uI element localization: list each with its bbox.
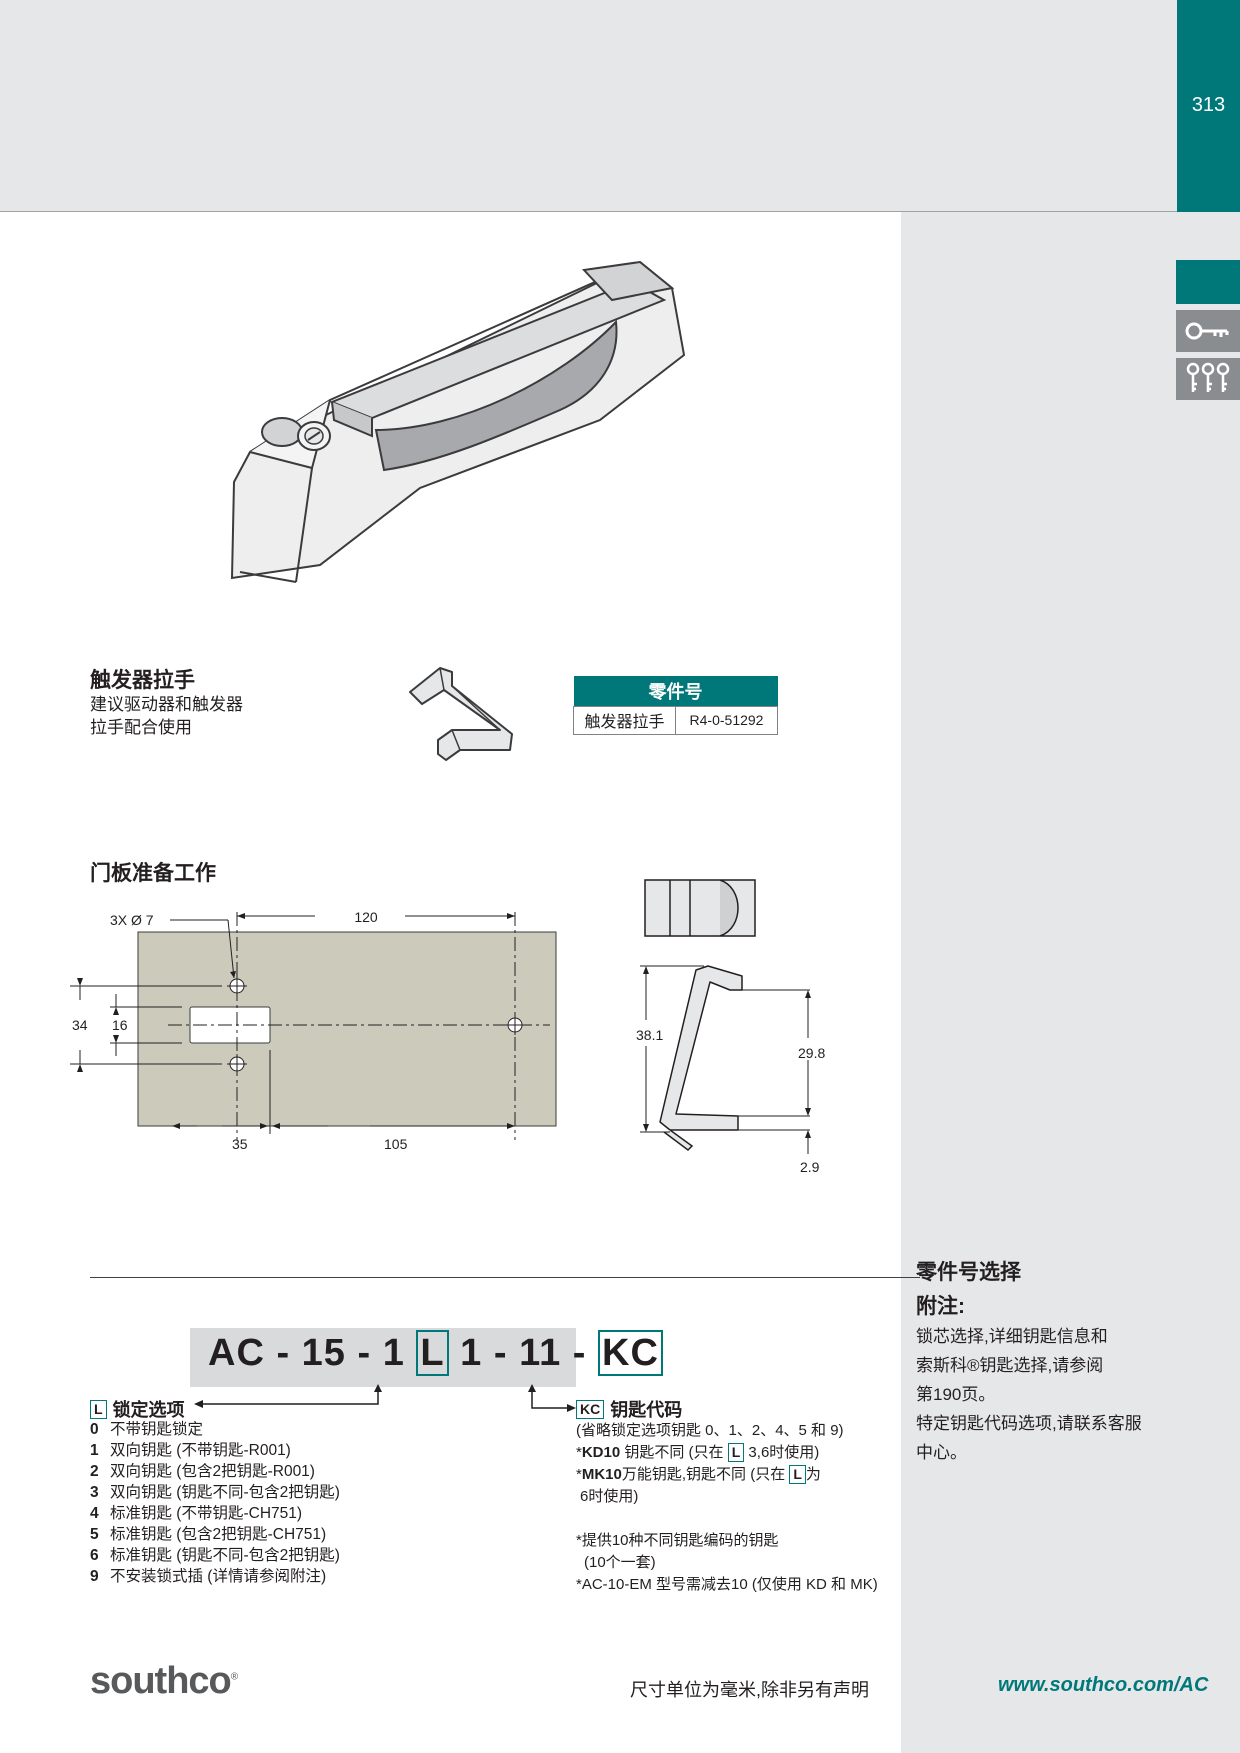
table-cell-part: R4-0-51292 xyxy=(675,705,778,735)
page-tab xyxy=(1177,0,1240,212)
option-number: 0 xyxy=(90,1421,99,1438)
option-number: 6 xyxy=(90,1547,99,1564)
dim-35: 35 xyxy=(232,1136,248,1152)
trigger-title: 触发器拉手 xyxy=(90,669,195,692)
key-code-notes: (省略锁定选项钥匙 0、1、2、4、5 和 9) *KD10 钥匙不同 (只在 … xyxy=(576,1420,878,1596)
lock-box-icon: L xyxy=(727,1443,745,1462)
trigger-desc-line2: 拉手配合使用 xyxy=(90,718,192,737)
notes-body: 锁芯选择,详细钥匙信息和 索斯科®钥匙选择,请参阅 第190页。 特定钥匙代码选… xyxy=(916,1322,1216,1467)
lock-options-list: 0 不带钥匙锁定 1 双向钥匙 (不带钥匙-R001) 2 双向钥匙 (包含2把钥匙-… xyxy=(90,1419,340,1587)
trigger-profile-drawing: 38.1 29.8 2.9 xyxy=(636,879,825,1175)
sidebar-panel xyxy=(901,212,1240,1753)
key-code-title: KC 钥匙代码 xyxy=(576,1396,682,1422)
list-item: 6 标准钥匙 (钥匙不同-包含2把钥匙) xyxy=(90,1545,340,1566)
section-tab[interactable] xyxy=(1176,260,1240,304)
list-item: 4 标准钥匙 (不带钥匙-CH751) xyxy=(90,1503,340,1524)
option-text: 双向钥匙 (不带钥匙-R001) xyxy=(110,1442,291,1459)
page-number: 313 xyxy=(1191,94,1226,116)
list-item: 9 不安装锁式插 (详情请参阅附注) xyxy=(90,1566,340,1587)
logo-text: southco xyxy=(90,1660,232,1702)
key-note-7: *AC-10-EM 型号需减去10 (仅使用 KD 和 MK) xyxy=(576,1576,878,1593)
option-text: 双向钥匙 (包含2把钥匙-R001) xyxy=(110,1463,315,1480)
units-note: 尺寸单位为毫米,除非另有声明 xyxy=(630,1680,869,1700)
lock-box-icon: L xyxy=(90,1399,107,1419)
dim-29-8: 29.8 xyxy=(798,1045,825,1061)
dim-34: 34 xyxy=(72,1017,88,1033)
option-number: 1 xyxy=(90,1442,99,1459)
header-band xyxy=(0,0,1240,212)
hole-label: 3X Ø 7 xyxy=(110,912,154,928)
lock-options-title: L 锁定选项 xyxy=(90,1396,185,1422)
option-text: 标准钥匙 (不带钥匙-CH751) xyxy=(110,1505,303,1522)
option-text: 标准钥匙 (钥匙不同-包含2把钥匙) xyxy=(110,1547,340,1564)
trigger-handle-illustration xyxy=(409,667,513,761)
key-tab[interactable] xyxy=(1176,310,1240,352)
dim-38-1: 38.1 xyxy=(636,1027,663,1043)
logo-reg: ® xyxy=(230,1671,238,1683)
notes-line: 第190页。 xyxy=(916,1385,996,1404)
option-number: 5 xyxy=(90,1526,99,1543)
option-number: 4 xyxy=(90,1505,99,1522)
key-note-2: *KD10 钥匙不同 (只在 L 3,6时使用) xyxy=(576,1443,820,1462)
list-item: 3 双向钥匙 (钥匙不同-包含2把钥匙) xyxy=(90,1482,340,1503)
table-cell-name: 触发器拉手 xyxy=(573,705,676,735)
table-row: 触发器拉手 R4-0-51292 xyxy=(573,705,778,735)
option-text: 标准钥匙 (包含2把钥匙-CH751) xyxy=(110,1526,327,1543)
pn-lock-box: L xyxy=(416,1330,449,1376)
key-icon xyxy=(1185,322,1229,340)
lock-options-label: 锁定选项 xyxy=(112,1400,185,1420)
trigger-parts-table: 零件号 触发器拉手 R4-0-51292 xyxy=(573,676,778,735)
keys-tab[interactable] xyxy=(1176,358,1240,400)
list-item: 2 双向钥匙 (包含2把钥匙-R001) xyxy=(90,1461,340,1482)
option-text: 双向钥匙 (钥匙不同-包含2把钥匙) xyxy=(110,1484,340,1501)
key-note-5: *提供10种不同钥匙编码的钥匙 xyxy=(576,1532,779,1549)
panel-cutout-drawing: 3X Ø 7 120 34 16 35 105 xyxy=(70,909,557,1152)
key-note-6: (10个一套) xyxy=(584,1554,656,1571)
part-number-box xyxy=(190,1328,576,1387)
website-link[interactable]: www.southco.com/AC xyxy=(998,1674,1209,1696)
keys-icon xyxy=(1186,362,1230,392)
key-note-4: 6时使用) xyxy=(580,1488,639,1505)
option-text: 不安装锁式插 (详情请参阅附注) xyxy=(110,1568,327,1585)
dim-2-9: 2.9 xyxy=(800,1159,820,1175)
panel-title: 门板准备工作 xyxy=(90,862,216,885)
key-note-1: (省略锁定选项钥匙 0、1、2、4、5 和 9) xyxy=(576,1422,844,1439)
trigger-desc-line1: 建议驱动器和触发器 xyxy=(90,695,243,714)
section-divider xyxy=(90,1277,920,1278)
option-text: 不带钥匙锁定 xyxy=(110,1421,204,1438)
list-item: 5 标准钥匙 (包含2把钥匙-CH751) xyxy=(90,1524,340,1545)
notes-line: 锁芯选择,详细钥匙信息和 xyxy=(916,1327,1108,1346)
southco-logo[interactable]: southco® xyxy=(90,1660,238,1703)
notes-line: 特定钥匙代码选项,请联系客服 xyxy=(916,1414,1142,1433)
part-selection-title: 零件号选择 xyxy=(916,1261,1021,1284)
notes-line: 索斯科®钥匙选择,请参阅 xyxy=(916,1356,1104,1375)
selection-arrows xyxy=(194,1384,576,1412)
list-item: 0 不带钥匙锁定 xyxy=(90,1419,340,1440)
dim-105: 105 xyxy=(384,1136,408,1152)
notes-title: 附注: xyxy=(916,1295,965,1318)
notes-line: 中心。 xyxy=(916,1443,967,1462)
option-number: 2 xyxy=(90,1463,99,1480)
key-box-icon: KC xyxy=(576,1399,605,1419)
latch-handle-illustration xyxy=(230,260,686,583)
table-header: 零件号 xyxy=(573,676,778,706)
lock-box-icon: L xyxy=(789,1465,806,1484)
option-number: 9 xyxy=(90,1568,99,1585)
dim-120: 120 xyxy=(354,909,378,925)
pn-middle: 1 - 11 - xyxy=(460,1332,587,1374)
key-code-label: 钥匙代码 xyxy=(610,1400,683,1420)
option-number: 3 xyxy=(90,1484,99,1501)
pn-key-box: KC xyxy=(598,1330,663,1376)
pn-prefix: AC - 15 - 1 xyxy=(208,1332,405,1374)
list-item: 1 双向钥匙 (不带钥匙-R001) xyxy=(90,1440,340,1461)
part-number-code: AC - 15 - 1 L 1 - 11 - KC xyxy=(208,1330,663,1376)
dim-16: 16 xyxy=(112,1017,128,1033)
